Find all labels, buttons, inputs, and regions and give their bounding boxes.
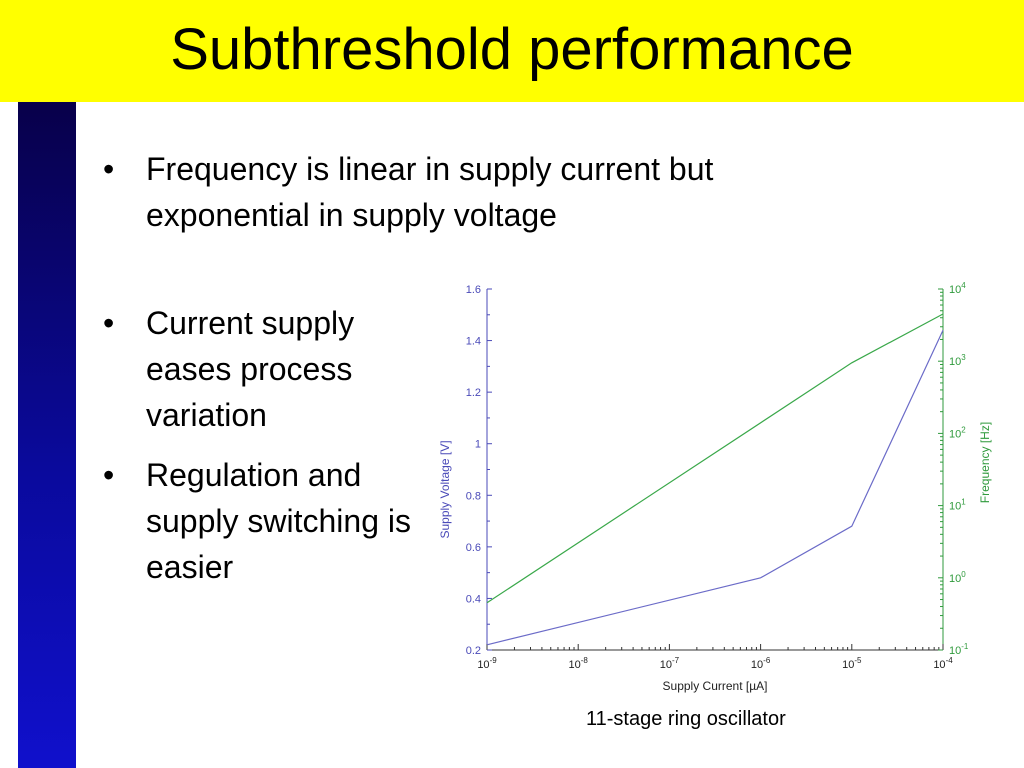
- title-bar: [0, 0, 1024, 102]
- left-y-tick-label: 1.6: [466, 284, 481, 296]
- bullet-text: Regulation and supply switching is easie…: [146, 457, 411, 585]
- left-axis-label: Supply Voltage [V]: [438, 440, 452, 538]
- chart-svg: 10-9 10-8 10-7 10-6 10-5 10-4 0.2 0.4 0.6 0.8 1 1.2…: [438, 281, 992, 693]
- right-y-tick-label: 10-1: [949, 642, 969, 657]
- bullet-dot: •: [103, 457, 115, 493]
- x-tick-label: 10-4: [933, 656, 953, 671]
- right-y-tick-label: 103: [949, 353, 966, 368]
- x-tick-label: 10-7: [660, 656, 680, 671]
- left-y-tick-label: 0.8: [466, 490, 481, 502]
- right-axis-label: Frequency [Hz]: [978, 422, 992, 503]
- left-y-tick-label: 1: [475, 439, 481, 451]
- x-axis-label: Supply Current [µA]: [663, 679, 768, 693]
- frequency-series-line: [486, 313, 944, 604]
- x-tick-label: 10-5: [842, 656, 862, 671]
- left-y-tick-label: 0.2: [466, 645, 481, 657]
- left-y-tick-label: 1.4: [466, 336, 481, 348]
- voltage-series-line: [486, 330, 944, 646]
- x-tick-label: 10-8: [569, 656, 589, 671]
- bullet-dot: •: [103, 151, 115, 187]
- left-y-tick-label: 1.2: [466, 387, 481, 399]
- chart: 10-9 10-8 10-7 10-6 10-5 10-4 0.2 0.4 0.6 0.8 1 1.2…: [430, 276, 1024, 696]
- slide-title: Subthreshold performance: [170, 17, 854, 82]
- bullet-dot: •: [103, 305, 115, 341]
- bullet-text: Current supply eases process variation: [146, 305, 355, 433]
- left-y-tick-label: 0.6: [466, 542, 481, 554]
- bullet-text: Frequency is linear in supply current bu…: [146, 151, 714, 233]
- x-tick-label: 10-9: [477, 656, 497, 671]
- right-y-tick-label: 101: [949, 498, 966, 513]
- right-y-tick-label: 104: [949, 281, 966, 296]
- side-accent-bar: [18, 102, 76, 768]
- x-tick-label: 10-6: [751, 656, 771, 671]
- chart-caption: 11-stage ring oscillator: [586, 708, 786, 730]
- left-y-tick-label: 0.4: [466, 593, 481, 605]
- right-y-tick-label: 102: [949, 425, 966, 440]
- right-y-tick-label: 100: [949, 570, 966, 585]
